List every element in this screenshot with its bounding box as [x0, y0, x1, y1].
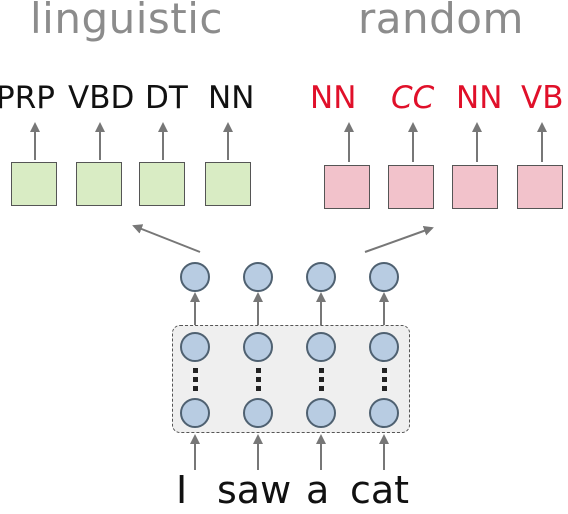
- input-word-2: saw: [217, 468, 292, 512]
- title-random: random: [358, 0, 524, 43]
- ellipsis-dot: [382, 377, 387, 382]
- ellipsis-dot: [319, 368, 324, 373]
- encoder-top-node-1: [180, 332, 210, 362]
- random-classifier-3: [452, 165, 498, 209]
- linguistic-classifier-1: [11, 162, 57, 206]
- output-node-2: [243, 262, 273, 292]
- ellipsis-dot: [256, 368, 261, 373]
- encoder-bottom-node-4: [369, 398, 399, 428]
- ellipsis-dot: [193, 368, 198, 373]
- ellipsis-dot: [256, 386, 261, 391]
- encoder-top-node-2: [243, 332, 273, 362]
- tag-random-2: CC: [391, 80, 435, 116]
- ellipsis-dot: [256, 377, 261, 382]
- tag-random-4: VB: [521, 80, 564, 116]
- ellipsis-dot: [193, 386, 198, 391]
- encoder-bottom-node-1: [180, 398, 210, 428]
- tag-linguistic-4: NN: [208, 80, 255, 116]
- random-classifier-2: [388, 165, 434, 209]
- ellipsis-dot: [382, 386, 387, 391]
- input-word-3: a: [306, 468, 330, 512]
- arrow-to-linguistic: [132, 224, 201, 253]
- arrow-to-random: [364, 225, 434, 253]
- tag-random-1: NN: [310, 80, 357, 116]
- ellipsis-dot: [319, 386, 324, 391]
- linguistic-classifier-3: [139, 162, 185, 206]
- random-classifier-1: [324, 165, 370, 209]
- encoder-bottom-node-3: [306, 398, 336, 428]
- input-word-4: cat: [350, 468, 410, 512]
- output-node-3: [306, 262, 336, 292]
- output-node-1: [180, 262, 210, 292]
- input-word-1: I: [176, 468, 188, 512]
- ellipsis-dot: [382, 368, 387, 373]
- random-classifier-4: [517, 165, 563, 209]
- tag-linguistic-2: VBD: [68, 80, 135, 116]
- encoder-top-node-3: [306, 332, 336, 362]
- title-linguistic: linguistic: [30, 0, 224, 43]
- linguistic-classifier-2: [76, 162, 122, 206]
- output-node-4: [369, 262, 399, 292]
- tag-random-3: NN: [456, 80, 503, 116]
- ellipsis-dot: [193, 377, 198, 382]
- tag-linguistic-1: PRP: [0, 80, 55, 116]
- encoder-bottom-node-2: [243, 398, 273, 428]
- linguistic-classifier-4: [205, 162, 251, 206]
- tag-linguistic-3: DT: [145, 80, 188, 116]
- ellipsis-dot: [319, 377, 324, 382]
- encoder-top-node-4: [369, 332, 399, 362]
